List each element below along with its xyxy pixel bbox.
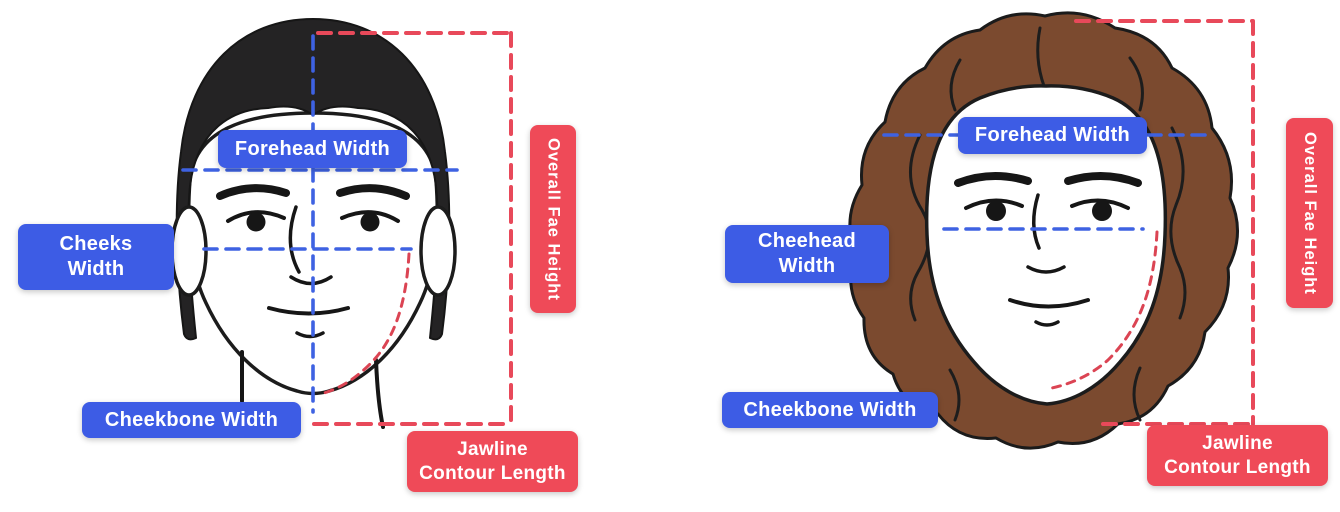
label-text: Forehead Width	[974, 124, 1131, 146]
label-cheehead-width-right: Cheehead Width	[725, 225, 889, 283]
female-left-pupil	[986, 201, 1006, 221]
male-jawline-contour-line	[322, 252, 411, 395]
female-face-features	[954, 171, 1142, 327]
male-face-illustration	[170, 18, 513, 429]
label-cheekbone-width-right: Cheekbone Width	[722, 392, 938, 428]
label-text: Cheehead Width	[758, 229, 856, 279]
male-face-height-bracket	[312, 31, 513, 426]
label-jawline-contour-length-left: Jawline Contour Length	[407, 431, 578, 492]
female-face-illustration	[848, 11, 1255, 450]
label-text: Forehead Width	[234, 137, 391, 160]
male-right-ear	[419, 205, 457, 297]
label-line2: Width	[778, 255, 836, 277]
male-left-pupil	[246, 212, 266, 232]
label-overall-face-height-left: Overall Fae Height	[530, 125, 576, 313]
label-forehead-width-left: Forehead Width	[218, 130, 407, 168]
male-face-features	[216, 184, 410, 429]
label-line1: Jawline	[457, 438, 528, 460]
label-text: Overall Fae Height	[1300, 131, 1319, 295]
female-face-height-bracket	[1074, 19, 1255, 426]
label-text: Jawline Contour Length	[419, 438, 566, 486]
male-left-ear	[170, 205, 208, 297]
label-text: Overall Fae Height	[544, 137, 563, 301]
female-jawline-contour-line	[1050, 230, 1159, 390]
male-right-pupil	[360, 212, 380, 232]
label-line2: Contour Length	[419, 462, 566, 484]
label-text: Cheeks Width	[60, 232, 133, 282]
label-cheekbone-width-left: Cheekbone Width	[82, 402, 301, 438]
label-text: Jawline Contour Length	[1164, 432, 1311, 480]
label-line2: Contour Length	[1164, 456, 1311, 478]
label-forehead-width-right: Forehead Width	[958, 117, 1147, 154]
label-text: Cheekbone Width	[104, 408, 279, 431]
label-overall-face-height-right: Overall Fae Height	[1286, 118, 1333, 308]
label-jawline-contour-length-right: Jawline Contour Length	[1147, 425, 1328, 486]
female-right-pupil	[1092, 201, 1112, 221]
label-cheeks-width-left: Cheeks Width	[18, 224, 174, 290]
label-text: Cheekbone Width	[743, 398, 917, 421]
female-face-shape	[924, 84, 1168, 406]
label-line1: Cheeks	[59, 233, 133, 255]
label-line2: Width	[67, 258, 125, 280]
label-line1: Jawline	[1202, 432, 1273, 454]
label-line1: Cheehead	[758, 230, 856, 252]
